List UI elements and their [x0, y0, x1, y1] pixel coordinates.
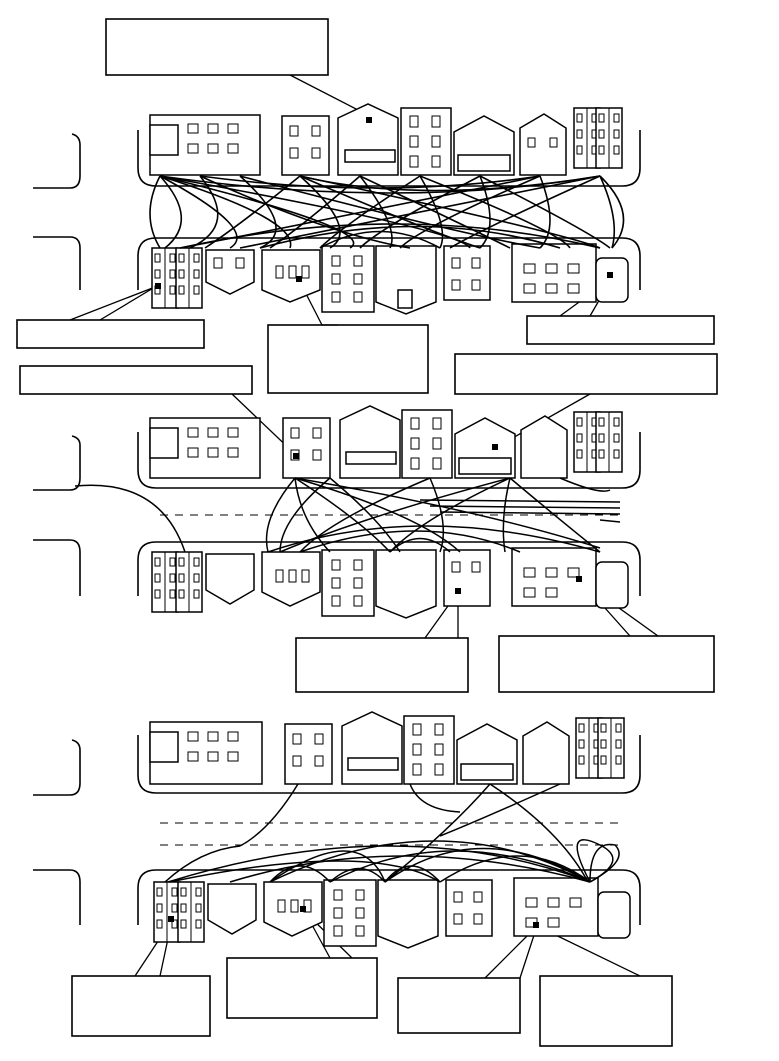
- mid-label-box-4: [498, 635, 715, 693]
- bot-near-row: [153, 877, 631, 949]
- top-label-box-1: [105, 18, 329, 76]
- panel-top: [16, 18, 715, 394]
- panel-middle: [19, 353, 718, 693]
- mid-label-box-3: [295, 637, 469, 693]
- top-label-box-2: [16, 319, 205, 349]
- top-far-row: [149, 103, 623, 176]
- bot-label-box-1: [71, 975, 211, 1037]
- top-near-row: [151, 243, 629, 315]
- bot-ties: [164, 783, 620, 883]
- mid-far-row: [149, 405, 623, 479]
- house-icon: [337, 103, 399, 176]
- bot-label-box-3: [397, 977, 521, 1034]
- mid-label-box-2: [454, 353, 718, 395]
- top-ties: [149, 175, 625, 249]
- panel-bottom: [33, 711, 673, 1047]
- mid-ties: [74, 477, 621, 553]
- top-label-box-4: [526, 315, 715, 345]
- bot-label-box-4: [539, 975, 673, 1047]
- bot-far-row: [149, 711, 625, 785]
- mid-near-row: [151, 547, 629, 619]
- top-label-box-3: [267, 324, 429, 394]
- bot-label-box-2: [226, 957, 378, 1019]
- mid-label-box-1: [19, 365, 253, 395]
